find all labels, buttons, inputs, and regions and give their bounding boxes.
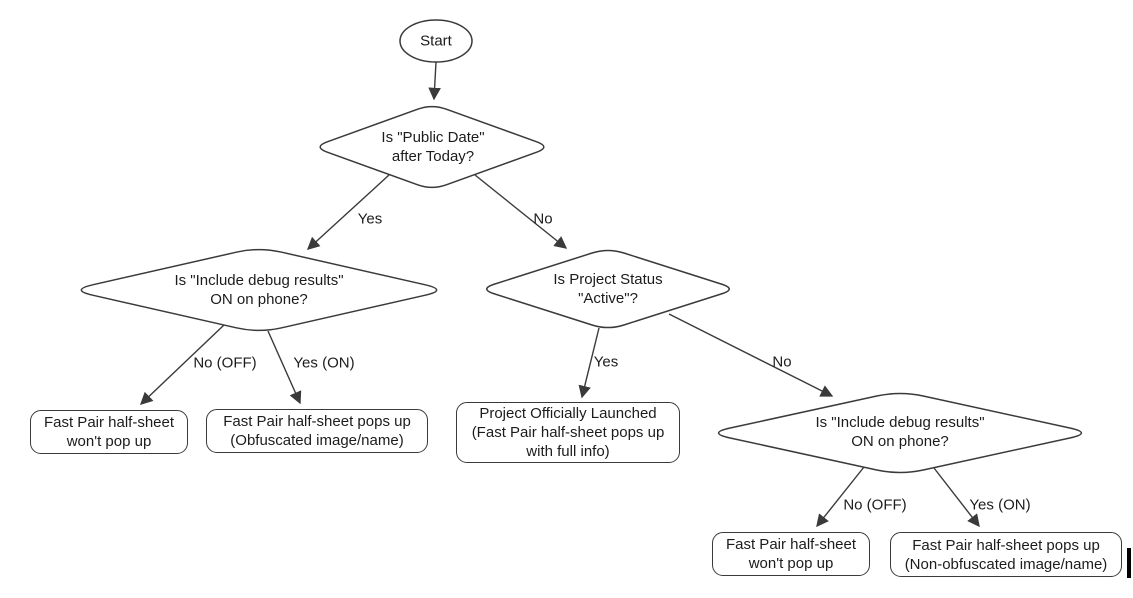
- decision-debug-left-label: Is "Include debug results" ON on phone?: [174, 272, 344, 308]
- edge-debug-left-no: [139, 324, 225, 405]
- edge-label-project-status-yes: Yes: [593, 353, 619, 371]
- decision-debug-right-label: Is "Include debug results" ON on phone?: [815, 414, 985, 450]
- edge-debug-right-no: [816, 466, 865, 528]
- edge-project-status-yes: [578, 327, 600, 399]
- decision-public-date-shape: [319, 105, 545, 189]
- edge-label-debug-left-yes: Yes (ON): [293, 354, 355, 372]
- edge-public-date-yes: [306, 174, 390, 250]
- edge-public-date-no: [474, 174, 568, 249]
- start-terminator-label: Start: [420, 32, 452, 50]
- outcome-no-popup-right: Fast Pair half-sheet won't pop up: [712, 532, 870, 576]
- decision-debug-right-shape: [717, 392, 1083, 474]
- edge-label-debug-right-no: No (OFF): [843, 496, 907, 514]
- edge-label-project-status-no: No: [772, 353, 792, 371]
- outcome-obfuscated: Fast Pair half-sheet pops up (Obfuscated…: [206, 409, 428, 453]
- decision-debug-left-shape: [80, 248, 438, 332]
- outcome-non-obfuscated: Fast Pair half-sheet pops up (Non-obfusc…: [890, 532, 1122, 577]
- edge-debug-left-yes: [267, 330, 302, 405]
- decision-project-status-shape: [486, 249, 730, 329]
- edge-label-public-date-yes: Yes: [357, 210, 383, 228]
- outcome-project-launched: Project Officially Launched (Fast Pair h…: [456, 402, 680, 463]
- edge-label-public-date-no: No: [533, 210, 553, 228]
- text-cursor-artifact: [1127, 548, 1131, 578]
- edge-start-to-public-date: [428, 61, 441, 101]
- decision-project-status-label: Is Project Status "Active"?: [553, 271, 663, 307]
- outcome-no-popup-left: Fast Pair half-sheet won't pop up: [30, 410, 188, 454]
- edge-project-status-no: [668, 313, 834, 397]
- edge-label-debug-right-yes: Yes (ON): [969, 496, 1031, 514]
- edge-label-debug-left-no: No (OFF): [193, 354, 257, 372]
- edge-debug-right-yes: [933, 467, 980, 528]
- decision-public-date-label: Is "Public Date" after Today?: [381, 129, 485, 165]
